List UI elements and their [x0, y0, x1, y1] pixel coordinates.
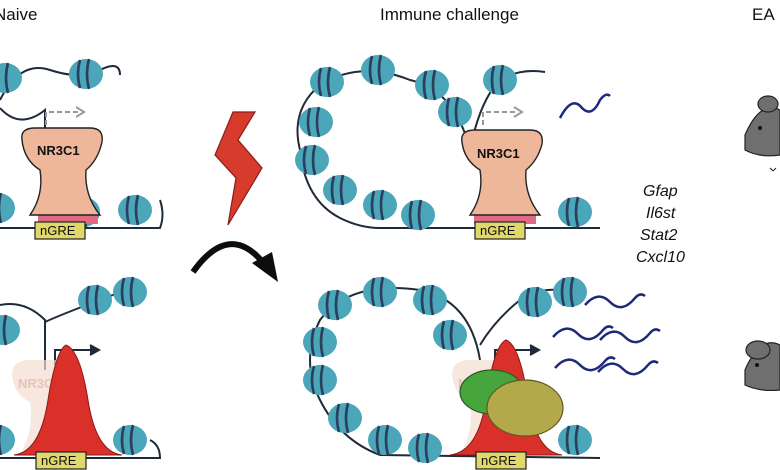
mouse-icon [744, 95, 780, 172]
naive-top-panel: NR3C1 nGRE [0, 57, 164, 240]
nucleosome [293, 143, 331, 177]
nucleosome [361, 275, 399, 309]
ngre-box [474, 221, 526, 240]
transcript [552, 325, 614, 341]
curved-arrow [190, 241, 268, 274]
nucleosome [297, 105, 335, 139]
nucleosome [0, 191, 17, 225]
nucleosome [116, 193, 154, 227]
nucleosome [399, 198, 437, 232]
nucleosome [301, 363, 339, 397]
receptor-label: NR3C1 [477, 146, 520, 161]
ngre-label: nGRE [40, 223, 76, 238]
red-occupancy-peak [13, 344, 123, 456]
olive-cofactor [486, 379, 564, 437]
nucleosome [67, 57, 105, 91]
transcript [584, 293, 646, 309]
gene-label: Stat2 [640, 227, 677, 244]
nucleosome [361, 188, 399, 222]
panel-title-naive: Naive [0, 5, 37, 24]
nucleosome [0, 61, 24, 95]
nucleosome [76, 283, 114, 317]
ngre-label: nGRE [41, 453, 77, 468]
dna-strand [0, 303, 46, 370]
gene-label: Il6st [646, 205, 676, 222]
panel-title-immune-challenge: Immune challenge [380, 5, 519, 24]
ngre-box [475, 451, 527, 470]
nucleosome [406, 431, 444, 465]
dna-strand [0, 107, 46, 150]
nucleosome [326, 401, 364, 435]
challenge-bottom-panel: NR nGRE [301, 275, 661, 470]
dna-strand [0, 199, 164, 229]
lightning-bolt-icon [214, 111, 263, 226]
gene-label: Cxcl10 [636, 249, 685, 266]
challenge-top-panel: NR3C1 nGRE [293, 53, 611, 240]
transcript [599, 328, 661, 344]
transcript [558, 93, 611, 119]
nucleosome [481, 63, 519, 97]
tss-arrow-dashed [482, 111, 518, 125]
nucleosome [359, 53, 397, 87]
nr3c1-receptor [21, 127, 103, 216]
nucleosome [0, 313, 22, 347]
transcript [554, 356, 616, 372]
nucleosome [431, 318, 469, 352]
nucleosome [316, 288, 354, 322]
nucleosome [301, 325, 339, 359]
nucleosome [111, 275, 149, 309]
nucleosome [436, 95, 474, 129]
ngre-label: nGRE [481, 453, 517, 468]
receptor-label: NR3C1 [37, 143, 80, 158]
ngre-box [34, 221, 86, 240]
nucleosome [411, 283, 449, 317]
nucleosome [321, 173, 359, 207]
nr3c1-receptor [461, 129, 543, 216]
nucleosome [556, 423, 594, 457]
gene-label: Gfap [643, 183, 678, 200]
nucleosome [366, 423, 404, 457]
tss-arrow-dashed [45, 111, 80, 125]
panel-title-eae: EA [752, 5, 775, 24]
nucleosome [413, 68, 451, 102]
curved-arrow-head [252, 252, 278, 282]
gene-list: Gfap Il6st Stat2 Cxcl10 [636, 183, 685, 266]
nucleosome [551, 275, 589, 309]
nucleosome [0, 423, 17, 457]
nucleosome [556, 195, 594, 229]
ngre-box [35, 451, 87, 470]
nucleosome [111, 423, 149, 457]
transcript [597, 360, 659, 376]
mouse-icon [744, 340, 780, 392]
ngre-label: nGRE [480, 223, 516, 238]
dna-strand [0, 439, 162, 459]
nucleosome [308, 65, 346, 99]
nucleosome [516, 285, 554, 319]
naive-bottom-panel: NR3C1 nGRE [0, 275, 162, 470]
